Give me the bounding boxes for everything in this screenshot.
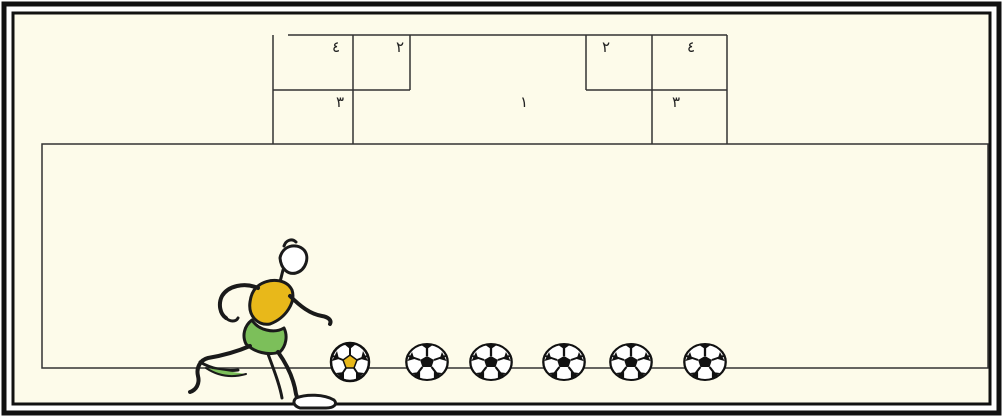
soccer-ball-icon: [610, 344, 651, 380]
soccer-ball-icon: [684, 344, 725, 380]
soccer-ball-icon: [406, 344, 447, 380]
soccer-ball-icon: [331, 343, 369, 381]
zone-label-right-top-inner: ٢: [602, 38, 610, 56]
zone-label-center: ١: [520, 93, 528, 111]
zone-label-left-bottom: ٣: [336, 93, 344, 111]
zone-label-right-top-outer: ٤: [687, 38, 695, 56]
zone-label-right-bottom: ٣: [672, 93, 680, 111]
soccer-ball-icon: [470, 344, 511, 380]
zone-label-left-top-outer: ٤: [332, 38, 340, 56]
zone-label-left-top-inner: ٢: [396, 38, 404, 56]
soccer-ball-icon: [543, 344, 584, 380]
